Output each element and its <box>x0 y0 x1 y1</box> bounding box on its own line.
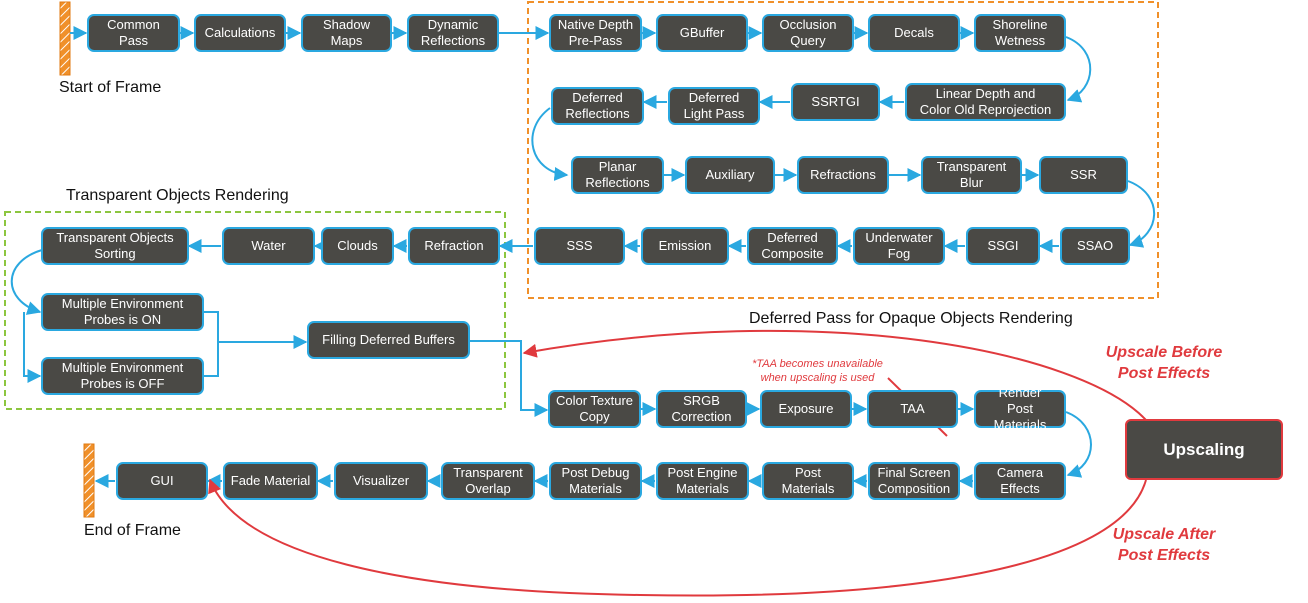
node-post-materials[interactable]: Post Materials <box>762 462 854 500</box>
node-decals[interactable]: Decals <box>868 14 960 52</box>
node-post-debug-materials[interactable]: Post Debug Materials <box>549 462 642 500</box>
taa-note: *TAA becomes unavailable when upscaling … <box>752 358 883 384</box>
node-refractions[interactable]: Refractions <box>797 156 889 194</box>
node-deferred-composite[interactable]: Deferred Composite <box>747 227 838 265</box>
upscale-after-curve <box>208 478 1147 597</box>
node-ssr[interactable]: SSR <box>1039 156 1128 194</box>
edge <box>1127 180 1156 248</box>
node-emission[interactable]: Emission <box>641 227 729 265</box>
deferred-group-title: Deferred Pass for Opaque Objects Renderi… <box>749 310 1073 327</box>
upscale-before-label: Upscale Before Post Effects <box>1105 344 1223 382</box>
node-transparent-sorting[interactable]: Transparent Objects Sorting <box>41 227 189 265</box>
node-transparent-overlap[interactable]: Transparent Overlap <box>441 462 535 500</box>
edge <box>1065 411 1092 478</box>
node-dynamic-reflections[interactable]: Dynamic Reflections <box>407 14 499 52</box>
node-post-engine-materials[interactable]: Post Engine Materials <box>656 462 749 500</box>
node-gui[interactable]: GUI <box>116 462 208 500</box>
node-gbuffer[interactable]: GBuffer <box>656 14 748 52</box>
node-planar-reflections[interactable]: Planar Reflections <box>571 156 664 194</box>
node-filling-deferred-buffers[interactable]: Filling Deferred Buffers <box>307 321 470 359</box>
node-ssrtgi[interactable]: SSRTGI <box>791 83 880 121</box>
edge <box>1065 36 1092 103</box>
node-sss[interactable]: SSS <box>534 227 625 265</box>
upscale-before-curve <box>522 329 1147 421</box>
node-fade-material[interactable]: Fade Material <box>223 462 318 500</box>
node-linear-depth[interactable]: Linear Depth and Color Old Reprojection <box>905 83 1066 121</box>
node-native-depth-prepass[interactable]: Native Depth Pre-Pass <box>549 14 642 52</box>
node-ssao[interactable]: SSAO <box>1060 227 1130 265</box>
node-underwater-fog[interactable]: Underwater Fog <box>853 227 945 265</box>
blue-connectors <box>10 26 1156 488</box>
node-transparent-blur[interactable]: Transparent Blur <box>921 156 1022 194</box>
edge <box>531 107 569 181</box>
upscale-after-label: Upscale After Post Effects <box>1112 526 1216 564</box>
node-clouds[interactable]: Clouds <box>321 227 394 265</box>
node-shoreline-wetness[interactable]: Shoreline Wetness <box>974 14 1066 52</box>
node-env-probes-off[interactable]: Multiple Environment Probes is OFF <box>41 357 204 395</box>
edge <box>23 312 42 383</box>
edge <box>10 249 43 315</box>
node-ssgi[interactable]: SSGI <box>966 227 1040 265</box>
end-of-frame-label: End of Frame <box>84 522 181 539</box>
node-shadow-maps[interactable]: Shadow Maps <box>301 14 392 52</box>
node-upscaling[interactable]: Upscaling <box>1125 419 1283 480</box>
deferred-group-frame <box>527 1 1159 299</box>
node-exposure[interactable]: Exposure <box>760 390 852 428</box>
node-render-post-materials[interactable]: Render Post Materials <box>974 385 1066 432</box>
node-calculations[interactable]: Calculations <box>194 14 286 52</box>
node-srgb-correction[interactable]: SRGB Correction <box>656 390 747 428</box>
node-common-pass[interactable]: Common Pass <box>87 14 180 52</box>
node-refraction[interactable]: Refraction <box>408 227 500 265</box>
node-auxiliary[interactable]: Auxiliary <box>685 156 775 194</box>
node-color-texture-copy[interactable]: Color Texture Copy <box>548 390 641 428</box>
node-env-probes-on[interactable]: Multiple Environment Probes is ON <box>41 293 204 331</box>
transparent-group-frame <box>4 211 506 410</box>
edge <box>204 311 219 377</box>
start-frame-marker <box>59 1 71 76</box>
node-occlusion-query[interactable]: Occlusion Query <box>762 14 854 52</box>
start-of-frame-label: Start of Frame <box>59 79 162 96</box>
node-visualizer[interactable]: Visualizer <box>334 462 428 500</box>
node-camera-effects[interactable]: Camera Effects <box>974 462 1066 500</box>
edge <box>470 340 549 417</box>
node-deferred-reflections[interactable]: Deferred Reflections <box>551 87 644 125</box>
end-frame-marker <box>83 443 95 518</box>
transparent-group-title: Transparent Objects Rendering <box>66 187 289 204</box>
node-final-screen-composition[interactable]: Final Screen Composition <box>868 462 960 500</box>
node-taa[interactable]: TAA <box>867 390 958 428</box>
node-water[interactable]: Water <box>222 227 315 265</box>
node-deferred-light-pass[interactable]: Deferred Light Pass <box>668 87 760 125</box>
